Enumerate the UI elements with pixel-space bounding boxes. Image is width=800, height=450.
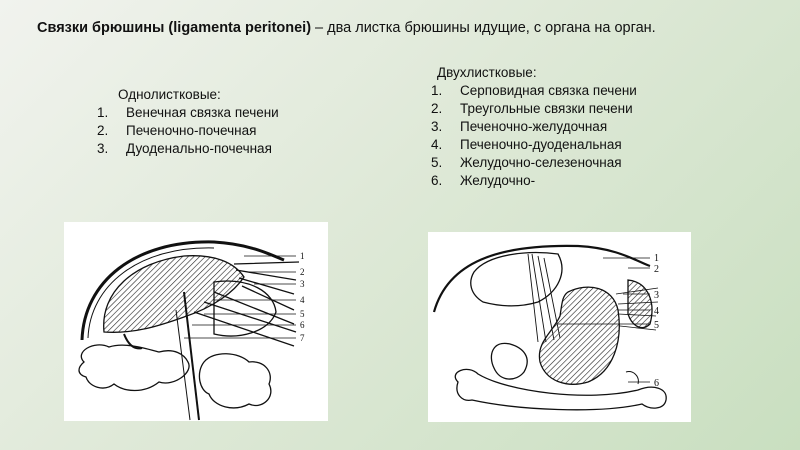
double-layer-heading: Двухлистковые:	[437, 65, 537, 80]
list-item: 4. Печеночно-дуоденальная	[431, 136, 681, 154]
fig-left-label: 1	[300, 251, 305, 261]
single-layer-items: 1. Венечная связка печени 2. Печеночно-поч…	[97, 104, 307, 158]
fig-left-label: 6	[300, 320, 305, 330]
list-item: 2. Треугольные связки печени	[431, 100, 681, 118]
item-number: 5.	[431, 155, 443, 170]
item-number: 4.	[431, 137, 443, 152]
list-item: 3. Печеночно-желудочная	[431, 118, 681, 136]
item-text: Желудочно-селезеночная	[460, 155, 622, 170]
item-text: Желудочно-	[460, 173, 536, 188]
item-number: 2.	[97, 123, 109, 138]
item-number: 2.	[431, 101, 443, 116]
fig-left-label: 7	[300, 333, 305, 343]
fig-left-label: 3	[300, 279, 305, 289]
single-layer-list: Однолистковые: 1. Венечная связка печени …	[97, 86, 307, 158]
fig-right-label: 2	[654, 264, 659, 275]
single-layer-ligaments-figure: 1 2 3 4 5 6 7	[64, 222, 328, 421]
item-number: 1.	[97, 105, 109, 120]
item-number: 1.	[431, 83, 443, 98]
title-bold: Связки брюшины (ligamenta peritonei)	[37, 20, 312, 36]
double-layer-ligaments-figure: 1 2 3 4 5 6	[428, 232, 691, 422]
fig-left-label: 2	[300, 267, 305, 277]
item-number: 3.	[97, 141, 109, 156]
list-item: 5. Желудочно-селезеночная	[431, 154, 681, 172]
double-layer-items: 1. Серповидная связка печени 2. Треугольны…	[431, 82, 681, 190]
item-text: Дуоденально-почечная	[126, 141, 272, 156]
fig-left-label: 5	[300, 309, 305, 319]
list-item: 2. Печеночно-почечная	[97, 122, 307, 140]
fig-right-label: 3	[654, 290, 659, 301]
item-text: Печеночно-почечная	[126, 123, 257, 138]
list-item: 6. Желудочно-	[431, 172, 681, 190]
fig-right-label: 1	[654, 253, 659, 264]
fig-right-label: 4	[654, 306, 659, 317]
list-item: 1. Серповидная связка печени	[431, 82, 681, 100]
title-rest: – два листка брюшины идущие, с органа на…	[311, 20, 656, 36]
fig-right-label: 5	[654, 320, 659, 331]
item-number: 6.	[431, 173, 443, 188]
list-item: 1. Венечная связка печени	[97, 104, 307, 122]
item-text: Венечная связка печени	[126, 105, 279, 120]
fig-left-label: 4	[300, 295, 305, 305]
item-number: 3.	[431, 119, 443, 134]
slide-title: Связки брюшины (ligamenta peritonei) – д…	[37, 19, 777, 37]
fig-right-label: 6	[654, 378, 659, 389]
item-text: Серповидная связка печени	[460, 83, 637, 98]
single-layer-ligaments-drawing: 1 2 3 4 5 6 7	[78, 240, 305, 421]
double-layer-list: Двухлистковые: 1. Серповидная связка пече…	[431, 64, 681, 230]
list-item: 3. Дуоденально-почечная	[97, 140, 307, 158]
item-text: Печеночно-дуоденальная	[460, 137, 622, 152]
item-text: Треугольные связки печени	[460, 101, 633, 116]
single-layer-heading: Однолистковые:	[118, 87, 221, 102]
item-text: Печеночно-желудочная	[460, 119, 608, 134]
double-layer-ligaments-drawing: 1 2 3 4 5 6	[432, 244, 667, 411]
